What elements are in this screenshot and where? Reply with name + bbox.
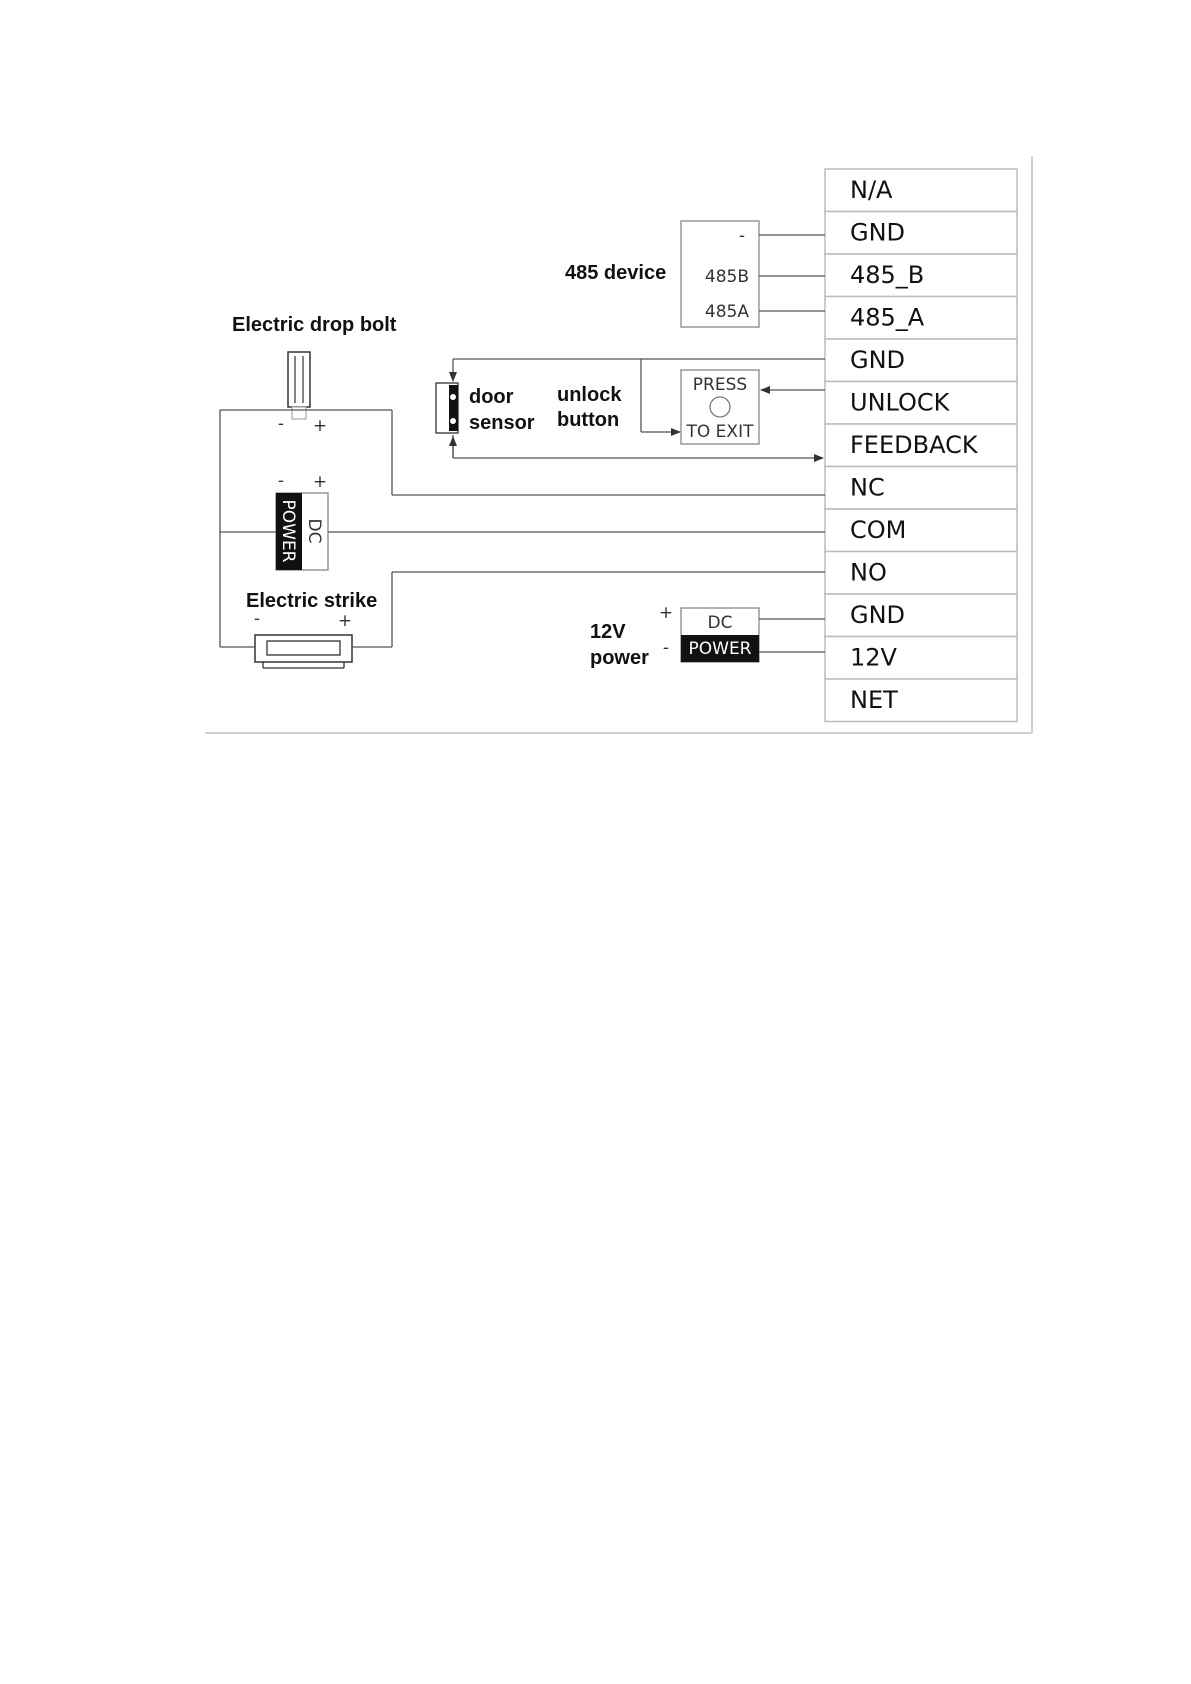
unlock-button: unlock button PRESS TO EXIT [557,370,759,444]
dc-power-left-minus: - [278,471,284,491]
power-12v-plus: + [659,603,673,623]
terminal-label: NET [850,686,898,714]
power-12v: 12V power + - DC POWER [590,603,759,669]
terminal-label: 485_A [850,304,925,332]
terminal-label: GND [850,346,905,374]
terminal-block: N/A GND 485_B 485_A GND UNLOCK FEEDBACK NC COM NO… [825,169,1017,722]
power-12v-power: POWER [689,639,752,659]
drop-bolt-plus: + [313,416,327,436]
dc-power-left-dc: DC [304,519,324,544]
door-sensor-label-line1: door [469,386,514,408]
unlock-button-label-line1: unlock [557,384,622,406]
dc-power-left-power: POWER [278,500,298,563]
exit-button-to-exit: TO EXIT [686,422,755,442]
drop-bolt-title: Electric drop bolt [232,314,397,336]
rs485-pin-485b: 485B [705,267,749,287]
terminal-label: UNLOCK [850,389,951,417]
terminal-label: FEEDBACK [850,431,979,459]
unlock-button-label-line2: button [557,409,619,431]
terminal-label: NO [850,559,887,587]
dc-power-left-plus: + [313,472,327,492]
door-sensor-label-line2: sensor [469,412,535,434]
terminal-label: N/A [850,176,893,204]
door-sensor: door sensor [436,383,535,434]
electric-strike-title: Electric strike [246,590,377,612]
power-12v-dc: DC [708,613,733,633]
terminal-label: GND [850,219,905,247]
electric-strike-plus: + [338,611,352,631]
electric-drop-bolt: Electric drop bolt - + [232,314,397,436]
drop-bolt-minus: - [278,414,284,434]
terminal-label: NC [850,474,885,502]
rs485-pin-minus: - [739,226,745,246]
terminal-label: 12V [850,644,898,672]
terminal-label: COM [850,516,906,544]
rs485-device: 485 device - 485B 485A [565,221,759,327]
exit-button-press: PRESS [693,375,747,395]
electric-strike: Electric strike - + [246,590,377,668]
rs485-pin-485a: 485A [705,302,749,322]
drop-bolt-body [288,352,310,407]
terminal-label: GND [850,601,905,629]
power-12v-minus: - [663,638,669,658]
exit-button-circle [710,397,730,417]
power-12v-label-line1: 12V [590,621,626,643]
power-12v-label-line2: power [590,647,649,669]
electric-strike-minus: - [254,609,260,629]
rs485-title: 485 device [565,262,666,284]
terminal-label: 485_B [850,261,924,289]
dc-power-left: - + POWER DC [276,471,328,570]
